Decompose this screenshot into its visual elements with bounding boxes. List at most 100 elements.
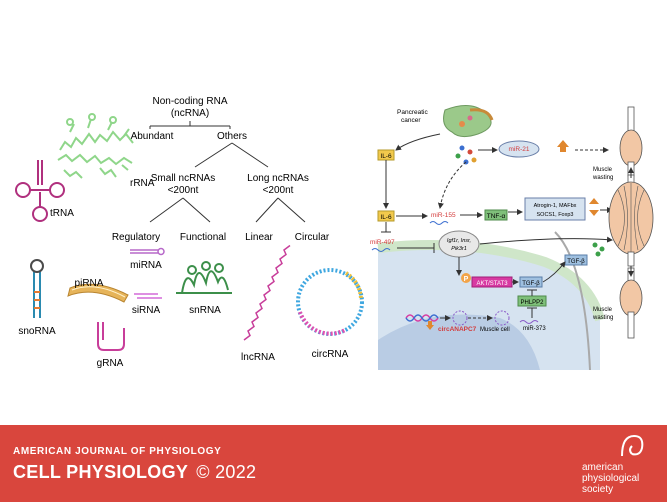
sirna-structure [134, 293, 162, 299]
circular-label: Circular [295, 232, 330, 243]
wasting-bot-line1: Muscle [593, 307, 613, 313]
pancreatic-label-line2: cancer [401, 117, 421, 124]
rrna-structure [57, 113, 134, 179]
muscle-bot-icon [619, 267, 643, 339]
mir373-label: miR-373 [523, 326, 546, 332]
pirna-label: piRNA [75, 278, 104, 289]
abundant-label: Abundant [131, 131, 174, 142]
mirna-label: miRNA [130, 260, 162, 271]
il6-mid-box [377, 210, 395, 222]
tnfa-label: TNF-α [487, 213, 506, 220]
others-branch-lines [194, 142, 269, 168]
journal-title: CELL PHYSIOLOGY © 2022 [13, 462, 256, 483]
grna-label: gRNA [97, 358, 124, 369]
cancer-muscle-panel: Pancreatic cancer miR-21 IL-6 IL-6 miR-1… [370, 105, 654, 371]
mir497-wave [371, 248, 391, 252]
phlpp2-inhibit-tgfb [527, 289, 537, 296]
mir155-label: miR-155 [431, 212, 456, 219]
long-ncrna-line2: <200nt [263, 185, 294, 196]
mir497-label: miR-497 [370, 239, 395, 246]
dna-strand-2 [405, 314, 439, 322]
muscle-top-icon [619, 106, 643, 177]
trna-structure [15, 160, 65, 222]
small-ncrna-line1: Small ncRNAs [151, 173, 215, 184]
trna-label: tRNA [50, 208, 74, 219]
pirna-structure [67, 283, 129, 303]
functional-label: Functional [180, 232, 226, 243]
mirna-structure [130, 247, 165, 256]
society-line2: physiological [582, 473, 640, 484]
secreted-molecules [455, 145, 477, 165]
ncrna-tree: Non-coding RNA (ncRNA) Abundant Others r… [15, 96, 364, 369]
lncrna-label: lncRNA [241, 352, 275, 363]
journal-name: CELL PHYSIOLOGY [13, 462, 189, 482]
wasting-top-line2: wasting [592, 175, 613, 181]
snorna-label: snoRNA [18, 326, 56, 337]
muscle-cell-label: Muscle cell [480, 327, 510, 333]
mir21-vesicle [498, 140, 540, 158]
figure-canvas: Non-coding RNA (ncRNA) Abundant Others r… [15, 96, 654, 371]
igf-to-muscle [479, 236, 613, 245]
circanapc7-down-arrow [426, 321, 434, 330]
il6-mid-label: IL-6 [380, 214, 392, 221]
journal-footer [0, 425, 667, 502]
sirna-label: siRNA [132, 305, 161, 316]
copyright-label: © 2022 [196, 462, 257, 482]
nucleus [378, 314, 540, 370]
cancer-to-il6 [395, 133, 441, 151]
mir21-up-arrow [557, 140, 569, 152]
mir21-label: miR-21 [509, 146, 530, 153]
root-label-line1: Non-coding RNA [152, 96, 227, 107]
mir497-inhibit-igf [397, 243, 435, 253]
snrna-structure [176, 261, 232, 294]
mir373-wave [519, 320, 539, 324]
mir373-inhibit-phlpp2 [527, 307, 537, 318]
society-name: american physiological society [582, 462, 639, 495]
snorna-structure [30, 259, 44, 318]
wasting-bot-line2: wasting [592, 315, 613, 321]
aps-logo-icon [621, 434, 644, 457]
pancreatic-label-line1: Pancreatic [397, 109, 428, 116]
root-branch-lines [149, 121, 231, 129]
il6-top-label: IL-6 [380, 153, 392, 160]
igf-line2: Pik3r1 [451, 246, 467, 252]
small-ncrna-line2: <200nt [168, 185, 199, 196]
lncrna-structure [243, 244, 291, 341]
journal-series-label: AMERICAN JOURNAL OF PHYSIOLOGY [13, 446, 222, 457]
long-branch-lines [255, 197, 306, 223]
atrogin-updown-icon [589, 198, 599, 216]
tgfb-out-box [564, 254, 588, 266]
small-branch-lines [149, 197, 211, 223]
long-ncrna-line1: Long ncRNAs [247, 173, 309, 184]
circrna-label: circRNA [312, 349, 349, 360]
linear-label: Linear [245, 232, 273, 243]
circanapc7-cyto-circle [494, 310, 510, 326]
tgfb-in-label: TGF-β [522, 281, 540, 287]
igf-line1: Igf1r, Insr, [447, 238, 471, 244]
tgfb-secretion-arrow [542, 261, 566, 283]
regulatory-label: Regulatory [112, 232, 160, 243]
tgfb-in-box [519, 276, 543, 288]
tgfb-out-label: TGF-β [567, 259, 585, 265]
root-label-line2: (ncRNA) [171, 108, 209, 119]
grna-structure [97, 322, 125, 351]
mir155-wave [429, 221, 449, 225]
pancreas-icon [443, 105, 494, 138]
wasting-top-line1: Muscle [593, 167, 613, 173]
circanapc7-circle [452, 310, 468, 326]
akt-label: AKT/STAT3 [476, 281, 508, 287]
circanapc7-label: circANAPC7 [438, 326, 477, 333]
muscle-mid-icon [608, 174, 654, 267]
igf-targets-box [438, 230, 480, 258]
atrogin-line1: Atrogin-1, MAFbx [534, 203, 577, 209]
society-line3: society [582, 484, 614, 495]
molecules-to-mir155 [437, 161, 467, 209]
tgfb-particles [592, 242, 605, 257]
il6-inhibit-bar [381, 222, 391, 233]
snrna-label: snRNA [189, 305, 221, 316]
cell-outline [554, 231, 591, 371]
tnfa-box [484, 209, 508, 221]
cell-membrane [377, 240, 605, 322]
atrogin-box [524, 197, 586, 221]
phlpp2-label: PHLPP2 [520, 300, 544, 306]
